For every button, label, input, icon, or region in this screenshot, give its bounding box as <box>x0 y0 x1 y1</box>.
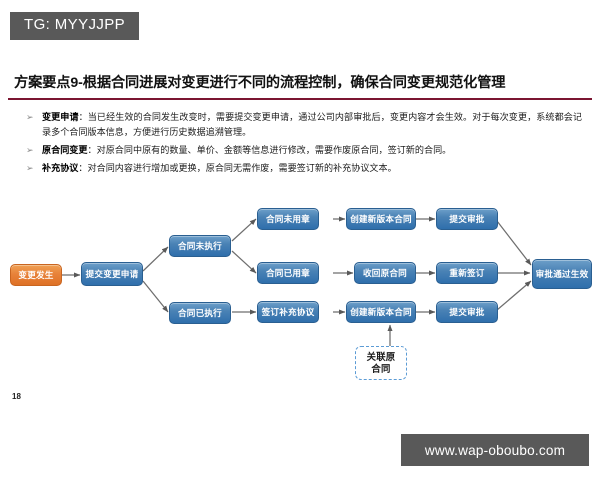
flow-node-link-original-contract[interactable]: 关联原 合同 <box>355 346 407 380</box>
flowchart: 变更发生 提交变更申请 合同未执行 合同已执行 合同未用章 合同已用章 签订补充… <box>0 195 600 385</box>
flow-node-create-new-contract-version-bottom[interactable]: 创建新版本合同 <box>346 301 416 323</box>
flow-node-recall-original-contract[interactable]: 收回原合同 <box>354 262 416 284</box>
bullet-arrow-icon: ➢ <box>26 162 34 173</box>
list-item: ➢ 变更申请：当已经生效的合同发生改变时，需要提交变更申请，通过公司内部审批后，… <box>24 110 582 140</box>
bullet-list: ➢ 变更申请：当已经生效的合同发生改变时，需要提交变更申请，通过公司内部审批后，… <box>24 110 582 179</box>
bullet-text: 变更申请：当已经生效的合同发生改变时，需要提交变更申请，通过公司内部审批后，变更… <box>42 110 582 140</box>
bullet-description: 对合同内容进行增加或更换，原合同无需作废，需要签订新的补充协议文本。 <box>87 162 397 173</box>
bullet-separator: ： <box>87 144 97 155</box>
flow-node-submit-change-request[interactable]: 提交变更申请 <box>81 262 143 286</box>
flow-node-submit-approval-bottom[interactable]: 提交审批 <box>436 301 498 323</box>
flow-node-contract-sealed[interactable]: 合同已用章 <box>257 262 319 284</box>
list-item: ➢ 原合同变更：对原合同中原有的数量、单价、金额等信息进行修改，需要作废原合同，… <box>24 143 582 158</box>
flow-node-contract-not-executed[interactable]: 合同未执行 <box>169 235 231 257</box>
dashed-note-line-2: 合同 <box>371 363 391 374</box>
flow-node-resign-contract[interactable]: 重新签订 <box>436 262 498 284</box>
bullet-separator: ： <box>78 162 88 173</box>
flow-node-submit-approval-top[interactable]: 提交审批 <box>436 208 498 230</box>
bullet-description: 对原合同中原有的数量、单价、金额等信息进行修改，需要作废原合同，签订新的合同。 <box>96 144 452 155</box>
bullet-term: 原合同变更 <box>42 144 88 155</box>
flow-node-start[interactable]: 变更发生 <box>10 264 62 286</box>
bullet-text: 原合同变更：对原合同中原有的数量、单价、金额等信息进行修改，需要作废原合同，签订… <box>42 143 582 158</box>
flow-node-sign-supplement-agreement[interactable]: 签订补充协议 <box>257 301 319 323</box>
bullet-text: 补充协议：对合同内容进行增加或更换，原合同无需作废，需要签订新的补充协议文本。 <box>42 161 582 176</box>
bullet-separator: ： <box>78 112 88 122</box>
page-title: 方案要点9-根据合同进展对变更进行不同的流程控制，确保合同变更规范化管理 <box>14 75 506 91</box>
title-underline-rule <box>8 98 592 100</box>
flow-node-contract-unsealed[interactable]: 合同未用章 <box>257 208 319 230</box>
page-number: 18 <box>12 392 21 401</box>
flow-node-create-new-contract-version-top[interactable]: 创建新版本合同 <box>346 208 416 230</box>
tg-watermark: TG: MYYJJPP <box>10 12 140 40</box>
flow-node-contract-executed[interactable]: 合同已执行 <box>169 302 231 324</box>
bullet-term: 变更申请 <box>42 112 79 122</box>
bullet-description: 当已经生效的合同发生改变时，需要提交变更申请，通过公司内部审批后，变更内容才会生… <box>42 112 582 137</box>
bullet-term: 补充协议 <box>42 162 79 173</box>
list-item: ➢ 补充协议：对合同内容进行增加或更换，原合同无需作废，需要签订新的补充协议文本… <box>24 161 582 176</box>
site-watermark: www.wap-oboubo.com <box>401 434 589 466</box>
flowchart-connectors <box>61 216 532 347</box>
dashed-note-line-1: 关联原 <box>366 351 396 362</box>
bullet-arrow-icon: ➢ <box>26 112 34 122</box>
bullet-arrow-icon: ➢ <box>26 144 34 155</box>
flow-node-approved-effective[interactable]: 审批通过生效 <box>532 259 592 289</box>
